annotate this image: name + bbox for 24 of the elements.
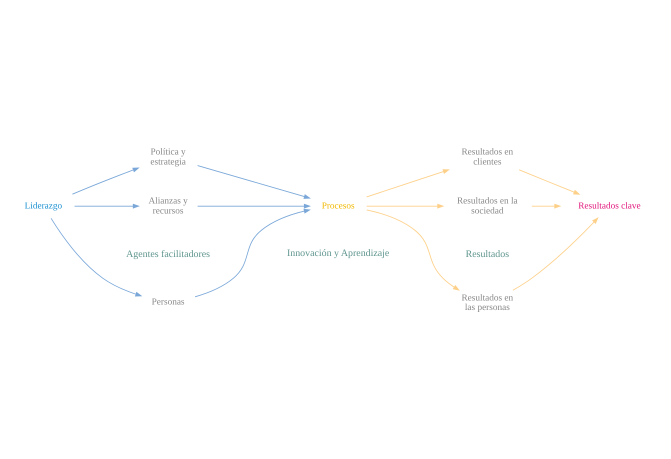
node-text: Resultados en las personas <box>462 292 514 313</box>
arrow <box>194 208 311 297</box>
node-text: Liderazgo <box>24 201 62 212</box>
arrow <box>50 217 142 296</box>
node-text: Política y estrategia <box>150 147 186 168</box>
label: Resultados <box>466 248 510 260</box>
node-text: Resultados clave <box>578 201 641 212</box>
arrow <box>366 168 450 197</box>
label: Innovación y Aprendizaje <box>286 248 390 259</box>
arrow <box>197 203 311 208</box>
node-text: Resultados en la sociedad <box>457 196 518 216</box>
arrow <box>366 203 444 208</box>
node-text: Alianzas y recursos <box>148 196 188 216</box>
arrow <box>531 203 562 208</box>
label: Agentes facilitadores <box>126 248 210 260</box>
arrow <box>366 209 460 290</box>
node-text: Personas <box>152 297 185 308</box>
arrow <box>518 168 580 194</box>
node-text: Procesos <box>322 201 355 212</box>
arrow <box>197 164 311 198</box>
arrow <box>74 203 140 208</box>
arrow <box>512 216 599 290</box>
arrow <box>72 167 140 194</box>
node-text: Resultados en clientes <box>462 147 514 168</box>
